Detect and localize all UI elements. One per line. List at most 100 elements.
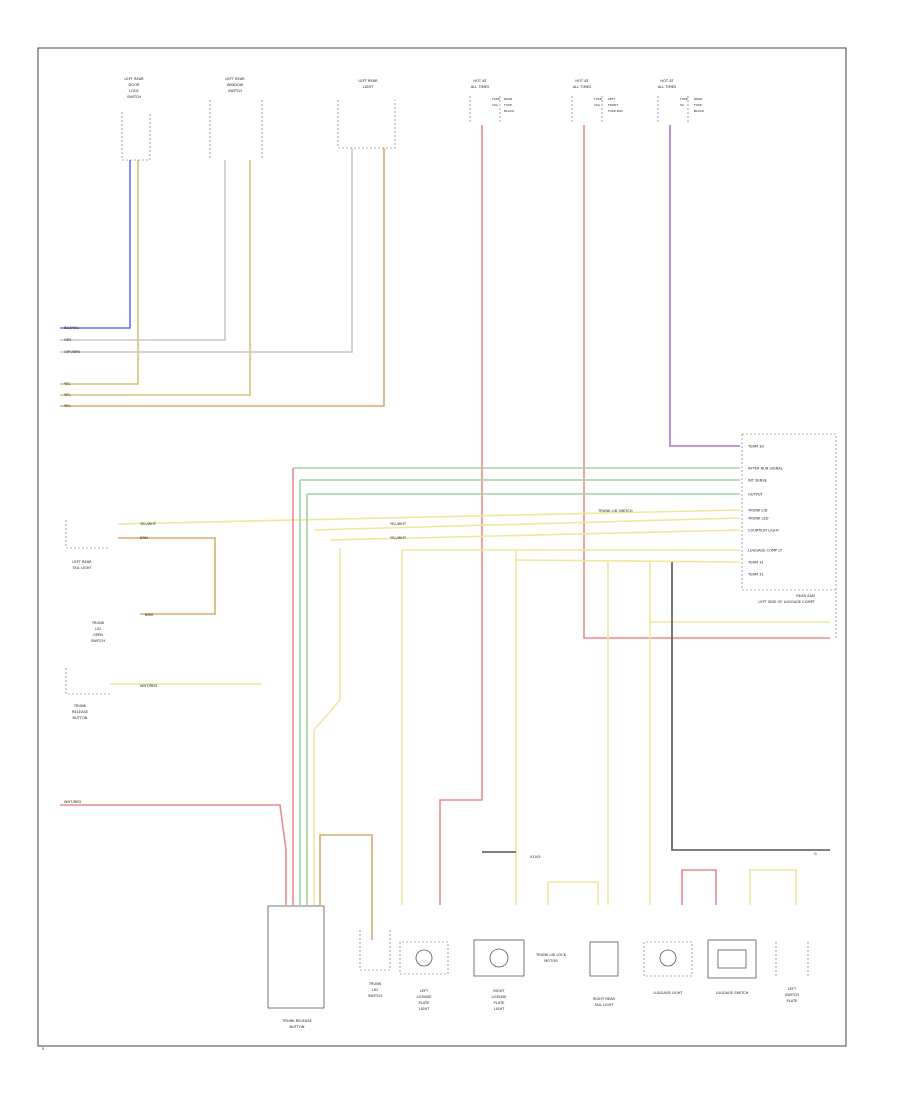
- trunk-lid-lock-motor-box: TRUNK LID LOCK MOTOR: [535, 953, 567, 963]
- fuse-feed-2-fuse-1: FUSE: [594, 97, 602, 101]
- bottom-component-9-line-2: SWITCH: [785, 993, 799, 997]
- top-component-1-line-3: LOCK: [129, 89, 139, 93]
- luggage-light-bulb-icon: [659, 949, 677, 967]
- top-component-2-line-3: SWITCH: [228, 89, 242, 93]
- wire-gray-3: [60, 148, 353, 353]
- right-rear-tail-light-box: RIGHT REAR TAIL LIGHT: [589, 941, 619, 1007]
- fuse-feed-3-fuse-1: FUSE: [680, 97, 688, 101]
- wire-yellow_dark-5: [60, 160, 251, 396]
- luggage-light-box: LUGGAGE LIGHT: [643, 941, 693, 995]
- bottom-component-3-line-2: LICENSE: [416, 995, 432, 999]
- mid-wire-label-1: YEL/WHT: [140, 522, 157, 526]
- bottom-component-2-line-1: TRUNK: [368, 982, 382, 986]
- side-component-2-line-3: OPEN: [93, 633, 103, 637]
- bottom-component-3-line-4: LIGHT: [419, 1007, 431, 1011]
- mid-wire-label-2: BRN: [140, 536, 148, 540]
- top-component-1-box: [121, 112, 151, 161]
- mid-wire-label-3: YEL/WHT: [390, 522, 407, 526]
- trunk-release-button-box: TRUNK RELEASE BUTTON: [267, 905, 325, 1029]
- bottom-component-3-line-1: LEFT: [420, 989, 429, 993]
- trunk-release-button-body: [267, 905, 325, 1009]
- top-component-1-line-1: LEFT REAR: [124, 77, 144, 81]
- wire-gray-2: [60, 160, 226, 341]
- splice-label: TRUNK LID SWITCH: [597, 509, 633, 513]
- module-title-line-1: REAR SAM: [796, 594, 815, 598]
- wire-blue-1: [60, 160, 131, 329]
- side-component-3-line-3: BUTTON: [73, 716, 88, 720]
- wire-yellow-25: [313, 548, 341, 905]
- fuse-feed-2-fuse-3: LEFT: [608, 97, 615, 101]
- right-rear-tail-light-body: [589, 941, 619, 977]
- fuse-feed-3-fuse-5: BLOCK: [694, 109, 705, 113]
- bottom-component-4-line-1: RIGHT: [493, 989, 505, 993]
- bottom-component-2-line-2: LID: [372, 988, 378, 992]
- bottom-component-5-line-1: TRUNK LID LOCK: [535, 953, 567, 957]
- bottom-component-9-line-3: PLATE: [787, 999, 799, 1003]
- right-license-light-box: RIGHT LICENSE PLATE LIGHT: [473, 939, 525, 1011]
- bottom-component-5-line-2: MOTOR: [544, 959, 558, 963]
- wire-yellow-30: [547, 881, 599, 905]
- left-wire-label-6: YEL: [64, 404, 70, 408]
- trunk-lid-switch-box: TRUNK LID SWITCH: [359, 930, 391, 998]
- bottom-component-2-line-3: SWITCH: [368, 994, 382, 998]
- wire-yellow_dark-4: [60, 160, 139, 385]
- bottom-component-4-line-3: PLATE: [494, 1001, 506, 1005]
- fuse-feed-3-fuse-3: REAR: [694, 97, 702, 101]
- fuse-feed-3: HOT AT ALL TIMES FUSE 5A REAR FUSE BLOCK: [657, 79, 705, 122]
- luggage-switch-icon: [717, 949, 747, 969]
- left-wire-label-3: GRY/BRN: [64, 350, 80, 354]
- left-switch-plate-frame: [775, 942, 809, 976]
- fuse-feed-3-line-2: ALL TIMES: [658, 85, 677, 89]
- left-license-light-box: LEFT LICENSE PLATE LIGHT: [399, 941, 449, 1011]
- wire-violet-9: [669, 125, 740, 447]
- module-pin-label-5: TRUNK LID: [747, 509, 768, 513]
- top-component-1: LEFT REAR DOOR LOCK SWITCH: [121, 77, 151, 161]
- fuse-feed-3-box: [657, 96, 689, 122]
- module-pin-label-4: OUTPUT: [748, 493, 763, 497]
- bottom-component-1-line-1: TRUNK RELEASE: [281, 1019, 312, 1023]
- wire-layer: [60, 125, 830, 940]
- top-component-3-line-1: LEFT REAR: [358, 79, 378, 83]
- bottom-component-4-line-4: LIGHT: [494, 1007, 506, 1011]
- fuse-feed-1-line-1: HOT AT: [473, 79, 487, 83]
- side-component-1-box: [65, 520, 110, 549]
- top-component-3-line-2: LIGHT: [363, 85, 375, 89]
- module-title-line-2: LEFT SIDE OF LUGGAGE COMPT: [758, 600, 815, 604]
- bottom-component-9-line-1: LEFT: [788, 987, 797, 991]
- bottom-component-6-line-2: TAIL LIGHT: [593, 1003, 614, 1007]
- fuse-feed-2-fuse-4: FRONT: [608, 103, 618, 107]
- top-component-2-line-1: LEFT REAR: [225, 77, 245, 81]
- module-pin-label-9: TERM 31: [747, 561, 764, 565]
- fuse-feed-2-line-2: ALL TIMES: [573, 85, 592, 89]
- fuse-feed-1-box: [469, 96, 501, 122]
- left-wire-label-4: YEL: [64, 382, 70, 386]
- fuse-feed-1-fuse-3: REAR: [504, 97, 512, 101]
- wire-red-21: [60, 804, 287, 905]
- top-component-3: LEFT REAR LIGHT: [337, 79, 396, 149]
- left-wire-labels: BLU/YEL GRY GRY/BRN YEL YEL YEL: [64, 326, 80, 408]
- bottom-component-1-line-2: BUTTON: [290, 1025, 305, 1029]
- left-license-light-frame: [399, 941, 449, 975]
- wire-yellow-15: [329, 529, 741, 541]
- left-wire-label-5: YEL: [64, 393, 70, 397]
- left-wire-label-1: BLU/YEL: [64, 326, 79, 330]
- module-pin-label-2: AFTER RUN SIGNAL: [748, 467, 783, 471]
- fuse-feed-2-fuse-2: 10A: [594, 103, 601, 107]
- side-component-3: TRUNK RELEASE BUTTON: [65, 668, 110, 720]
- bottom-component-3-line-3: PLATE: [419, 1001, 431, 1005]
- left-wire-label-2: GRY: [64, 338, 72, 342]
- fuse-feed-2-line-1: HOT AT: [575, 79, 589, 83]
- fuse-feed-1-fuse-1: FUSE: [492, 97, 500, 101]
- fuse-feed-3-fuse-4: FUSE: [694, 103, 702, 107]
- wire-orange-20: [118, 537, 216, 615]
- right-license-light-bulb-icon: [489, 948, 509, 968]
- wire-orange-26: [319, 834, 373, 940]
- side-component-1: LEFT REAR TAIL LIGHT: [65, 520, 110, 570]
- left-switch-plate-box: LEFT SWITCH PLATE: [775, 942, 809, 1003]
- side-component-2-line-4: SWITCH: [91, 639, 105, 643]
- side-component-2-line-1: TRUNK: [91, 621, 105, 625]
- top-component-2: LEFT REAR WINDOW SWITCH: [209, 77, 263, 160]
